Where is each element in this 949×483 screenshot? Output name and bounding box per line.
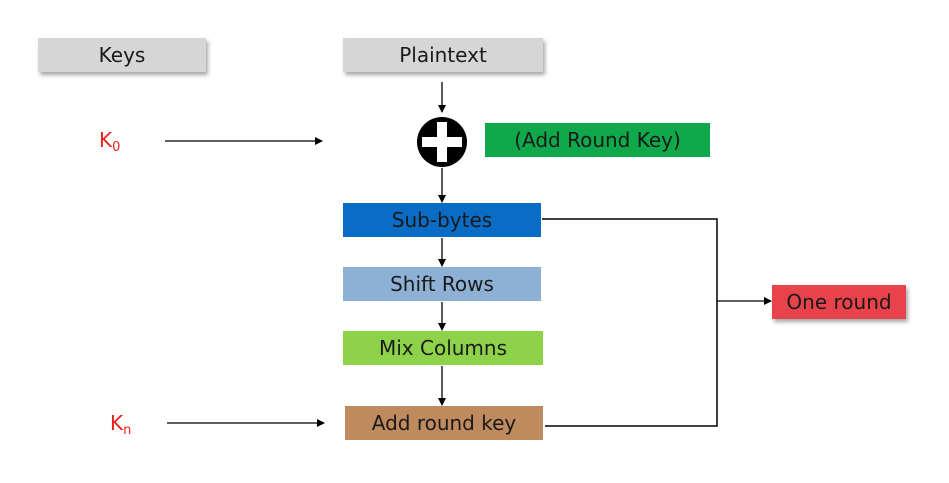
sub-bytes-step: Sub-bytes bbox=[343, 203, 541, 237]
keys-header: Keys bbox=[38, 38, 206, 72]
keys-header-label: Keys bbox=[98, 43, 146, 67]
round-bracket bbox=[542, 218, 718, 427]
key-k0-sub: 0 bbox=[112, 140, 121, 155]
add-round-key-step: Add round key bbox=[345, 406, 543, 440]
key-kn-base: K bbox=[110, 411, 124, 435]
add-round-key-note-label: (Add Round Key) bbox=[514, 128, 681, 152]
key-kn-sub: n bbox=[123, 423, 132, 438]
one-round-box: One round bbox=[772, 285, 906, 319]
shift-rows-label: Shift Rows bbox=[390, 272, 494, 296]
one-round-label: One round bbox=[786, 290, 892, 314]
plaintext-header: Plaintext bbox=[343, 38, 543, 72]
add-round-key-label: Add round key bbox=[371, 411, 517, 435]
shift-rows-step: Shift Rows bbox=[343, 267, 541, 301]
key-k0-base: K bbox=[99, 128, 113, 152]
mix-columns-step: Mix Columns bbox=[343, 331, 543, 365]
sub-bytes-label: Sub-bytes bbox=[391, 208, 493, 232]
key-kn: Kn bbox=[110, 411, 131, 438]
xor-circle-plus-icon bbox=[417, 117, 467, 167]
add-round-key-note: (Add Round Key) bbox=[485, 123, 710, 157]
mix-columns-label: Mix Columns bbox=[378, 336, 508, 360]
plaintext-header-label: Plaintext bbox=[399, 43, 487, 67]
key-k0: K0 bbox=[99, 128, 120, 155]
